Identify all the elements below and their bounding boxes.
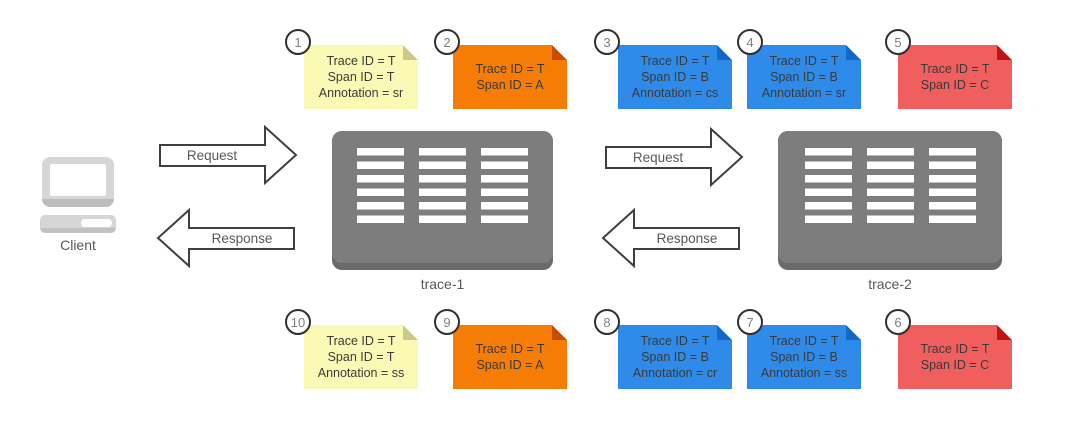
badge-number: 1 xyxy=(294,34,302,50)
laptop-screen-inner xyxy=(50,164,106,196)
note-line: Annotation = sr xyxy=(318,86,404,100)
note-line: Trace ID = T xyxy=(326,54,396,68)
badge-number: 6 xyxy=(894,314,902,330)
client-label: Client xyxy=(60,237,96,253)
badge-number: 2 xyxy=(443,34,451,50)
vent-column xyxy=(867,148,914,229)
badge-number: 7 xyxy=(746,314,754,330)
note-line: Span ID = T xyxy=(327,70,395,84)
note-5: Trace ID = T Span ID = C xyxy=(898,45,1012,109)
note-line: Trace ID = T xyxy=(769,54,839,68)
note-9: Trace ID = T Span ID = A xyxy=(453,325,567,389)
badge-number: 4 xyxy=(746,34,754,50)
request-arrow-label: Request xyxy=(633,150,684,165)
laptop-trackpad xyxy=(81,219,112,227)
request-arrow-client-to-trace1: Request xyxy=(159,124,298,186)
vent-column xyxy=(929,148,976,229)
badge-number: 10 xyxy=(290,314,306,330)
note-line: Span ID = B xyxy=(770,70,838,84)
note-9-badge: 9 xyxy=(434,309,460,335)
note-line: Span ID = B xyxy=(770,350,838,364)
note-10: Trace ID = T Span ID = T Annotation = ss xyxy=(304,325,418,389)
badge-number: 5 xyxy=(894,34,902,50)
note-3-badge: 3 xyxy=(594,29,620,55)
note-line: Span ID = T xyxy=(327,350,395,364)
note-line: Annotation = sr xyxy=(761,86,847,100)
note-7-badge: 7 xyxy=(737,309,763,335)
note-4: Trace ID = T Span ID = B Annotation = sr xyxy=(747,45,861,109)
note-1-badge: 1 xyxy=(285,29,311,55)
server-trace-2-icon xyxy=(778,131,1002,270)
note-line: Span ID = A xyxy=(476,78,544,92)
note-8: Trace ID = T Span ID = B Annotation = cr xyxy=(618,325,732,389)
note-line: Span ID = A xyxy=(476,358,544,372)
badge-number: 8 xyxy=(603,314,611,330)
response-arrow-label: Response xyxy=(212,231,273,246)
request-arrow-trace1-to-trace2: Request xyxy=(605,126,744,188)
note-line: Annotation = cs xyxy=(631,86,719,100)
laptop-base xyxy=(40,215,116,233)
note-6-badge: 6 xyxy=(885,309,911,335)
note-line: Span ID = C xyxy=(920,358,990,372)
note-line: Span ID = B xyxy=(641,70,709,84)
note-line: Annotation = cr xyxy=(632,366,718,380)
note-10-badge: 10 xyxy=(285,309,311,335)
note-line: Span ID = B xyxy=(641,350,709,364)
note-4-badge: 4 xyxy=(737,29,763,55)
vent-column xyxy=(419,148,466,229)
note-7: Trace ID = T Span ID = B Annotation = ss xyxy=(747,325,861,389)
request-arrow-label: Request xyxy=(187,148,238,163)
note-2: Trace ID = T Span ID = A xyxy=(453,45,567,109)
response-arrow-trace2-to-trace1: Response xyxy=(601,207,740,269)
server-trace-1-label: trace-1 xyxy=(420,276,465,292)
response-arrow-trace1-to-client: Response xyxy=(156,207,295,269)
server-vents xyxy=(357,148,528,229)
note-6: Trace ID = T Span ID = C xyxy=(898,325,1012,389)
note-line: Annotation = ss xyxy=(760,366,848,380)
note-5-badge: 5 xyxy=(885,29,911,55)
note-line: Trace ID = T xyxy=(769,334,839,348)
server-trace-2-label: trace-2 xyxy=(868,276,912,292)
vent-column xyxy=(805,148,852,229)
note-2-badge: 2 xyxy=(434,29,460,55)
server-vents xyxy=(805,148,976,229)
badge-number: 9 xyxy=(443,314,451,330)
note-line: Span ID = C xyxy=(920,78,990,92)
vent-column xyxy=(357,148,404,229)
note-1: Trace ID = T Span ID = T Annotation = sr xyxy=(304,45,418,109)
note-line: Trace ID = T xyxy=(475,62,545,76)
response-arrow-label: Response xyxy=(657,231,718,246)
note-line: Trace ID = T xyxy=(920,342,990,356)
note-line: Trace ID = T xyxy=(475,342,545,356)
vent-column xyxy=(481,148,528,229)
note-line: Trace ID = T xyxy=(640,334,710,348)
server-trace-1-icon xyxy=(332,131,553,270)
note-line: Annotation = ss xyxy=(317,366,405,380)
note-line: Trace ID = T xyxy=(326,334,396,348)
note-8-badge: 8 xyxy=(594,309,620,335)
laptop-screen xyxy=(42,157,114,207)
note-line: Trace ID = T xyxy=(640,54,710,68)
note-line: Trace ID = T xyxy=(920,62,990,76)
badge-number: 3 xyxy=(603,34,611,50)
note-3: Trace ID = T Span ID = B Annotation = cs xyxy=(618,45,732,109)
